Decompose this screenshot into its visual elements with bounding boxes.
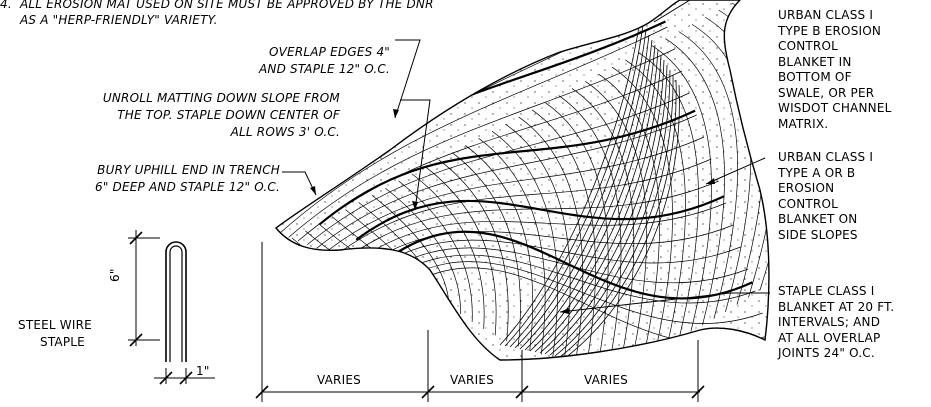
mat-row-line <box>288 48 675 238</box>
mat-row-line <box>372 239 741 271</box>
bottom-swale-callout-line-5: BOTTOM OF <box>778 70 852 84</box>
leader-arrowheads <box>310 109 715 314</box>
mat-row-line <box>307 92 690 245</box>
mat-row-line <box>316 114 697 249</box>
bottom-swale-callout-line-6: SWALE, OR PER <box>778 85 875 100</box>
mat-column-line <box>558 95 622 360</box>
mat-column-line <box>451 152 521 347</box>
swale-channel-line <box>564 84 680 359</box>
bottom-swale-callout-line-4: BLANKET IN <box>778 54 852 69</box>
side-slopes-callout-line-5: BLANKET ON <box>778 212 858 226</box>
mat-column-line <box>651 45 712 332</box>
staple-intervals-callout-line-5: JOINTS 24" O.C. <box>778 346 875 360</box>
overlap-seam-line <box>319 109 696 226</box>
mat-column-line <box>585 81 648 355</box>
dimension-line <box>255 242 705 402</box>
staple-intervals-callout-line-1: STAPLE CLASS I <box>778 284 875 298</box>
bottom-swale-callout-line-8: MATRIX. <box>778 116 829 131</box>
overlap-callout-line-1: OVERLAP EDGES 4" <box>268 45 390 59</box>
unroll-callout-line-1: UNROLL MATTING DOWN SLOPE FROM <box>102 91 340 105</box>
unroll-callout-line-3: ALL ROWS 3' O.C. <box>230 125 340 139</box>
bury-callout-line-2: 6" DEEP AND STAPLE 12" O.C. <box>94 180 280 194</box>
mat-row-line <box>344 180 719 260</box>
bottom-swale-callout-line-7: WISDOT CHANNEL <box>778 101 892 115</box>
side-slopes-callout-line-2: TYPE A OR B <box>778 165 856 180</box>
mat-column-line <box>385 187 461 315</box>
swale-channel-line <box>549 69 671 356</box>
bury-leader <box>282 171 317 196</box>
staple-detail <box>128 230 215 385</box>
side-slopes-callout-line-6: SIDE SLOPES <box>778 227 858 242</box>
mat-column-line <box>598 73 660 352</box>
bottom-swale-callout-line-2: TYPE B EROSION <box>778 23 882 38</box>
bottom-swale-callout-line-1: URBAN CLASS I <box>778 8 874 22</box>
side-slopes-callout-line-1: URBAN CLASS I <box>778 150 874 164</box>
mat-column-line <box>425 166 497 336</box>
side-slope-leader <box>705 157 766 185</box>
staple-width-dimension: 1" <box>196 364 210 378</box>
note-4-line-2: AS A "HERP-FRIENDLY" VARIETY. <box>20 13 218 27</box>
unroll-leader <box>400 99 431 211</box>
mat-row-line <box>391 254 756 304</box>
swale-channel-line <box>554 74 674 357</box>
swale-channel-line <box>534 54 662 353</box>
swale-channel-line <box>519 39 653 350</box>
swale-channel-line <box>529 49 659 352</box>
side-slopes-callout-line-3: EROSION <box>778 181 835 195</box>
steel-wire-staple-label-line-2: STAPLE <box>40 335 85 349</box>
note-4-number: 4. <box>0 0 12 11</box>
dimension-varies-1: VARIES <box>317 373 361 387</box>
staple-intervals-callout-line-3: INTERVALS; AND <box>778 315 881 329</box>
overlap-seam-line <box>391 230 753 300</box>
mat-column-line <box>465 145 534 351</box>
mat-column-line <box>398 180 473 322</box>
bottom-swale-leader <box>653 0 691 23</box>
bury-callout-line-1: BURY UPHILL END IN TRENCH <box>97 163 280 177</box>
mat-row-line <box>363 224 734 267</box>
overlap-leader <box>394 39 421 119</box>
swale-channel-line <box>524 44 656 351</box>
mat-column-line <box>665 38 725 326</box>
leader-lines <box>282 0 770 313</box>
staple-intervals-callout-line-4: AT ALL OVERLAP <box>778 330 881 345</box>
swale-channel-line <box>509 29 647 348</box>
steel-wire-staple-label-line-1: STEEL WIRE <box>18 318 92 332</box>
mat-column-line <box>491 130 558 358</box>
dimension-varies-3: VARIES <box>584 373 628 387</box>
staple-leader <box>559 292 770 313</box>
staple-height-dimension: 6" <box>108 268 122 282</box>
unroll-callout-line-2: THE TOP. STAPLE DOWN CENTER OF <box>117 108 340 122</box>
note-4-line-1: ALL EROSION MAT USED ON SITE MUST BE APP… <box>20 0 434 11</box>
bottom-swale-callout-line-3: CONTROL <box>778 39 838 53</box>
swale-channel-line <box>504 24 644 347</box>
staple-intervals-callout-line-2: BLANKET AT 20 FT. <box>778 299 895 314</box>
overlap-callout-line-2: AND STAPLE 12" O.C. <box>259 62 390 76</box>
mat-row-line <box>325 136 705 253</box>
side-slopes-callout-line-4: CONTROL <box>778 196 838 211</box>
swale-channel-line <box>499 19 641 346</box>
overlap-seam-line <box>355 195 725 241</box>
mat-row-line <box>353 202 727 264</box>
mat-column-line <box>678 31 738 319</box>
swale-channel-line <box>559 79 677 358</box>
dimension-varies-2: VARIES <box>450 373 494 387</box>
mat-column-line <box>531 109 596 360</box>
mat-row-line <box>279 26 668 234</box>
swale-channel-line <box>539 59 665 354</box>
swale-channel-line <box>514 34 650 349</box>
swale-channel-line <box>544 64 668 355</box>
mat-column-line <box>545 102 609 360</box>
mat-column-line <box>411 173 485 329</box>
